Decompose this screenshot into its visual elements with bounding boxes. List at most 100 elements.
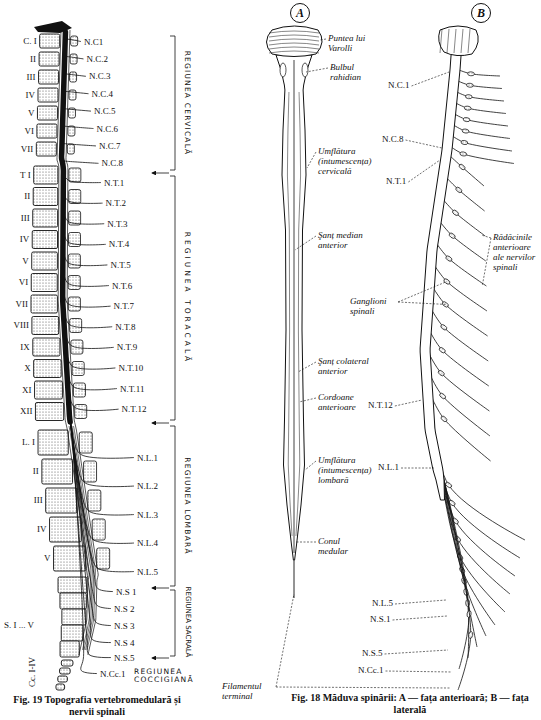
spinal-nerve	[441, 465, 486, 636]
vertebral-body	[61, 625, 83, 641]
vertebral-body	[39, 52, 59, 66]
vertebral-body	[34, 360, 62, 378]
leader-line	[276, 687, 450, 688]
filum-terminale	[294, 560, 295, 598]
leader-line	[482, 238, 491, 285]
spinal-nerve	[66, 39, 81, 42]
vertebral-body	[56, 684, 65, 690]
spinal-cord	[62, 32, 71, 422]
boundary-arrow	[152, 173, 169, 174]
vertebral-column	[31, 21, 175, 690]
vertebral-body	[60, 668, 71, 674]
spinal-nerve	[69, 403, 134, 487]
vertebral-body	[32, 231, 57, 249]
spinal-nerve	[454, 125, 511, 139]
vertebral-body	[61, 660, 73, 666]
vertebra-number: T I	[20, 170, 31, 180]
spinal-nerve	[65, 328, 114, 349]
figure-caption: Fig. 18 Măduva spinării: A — fața anteri…	[283, 692, 537, 715]
structure-label: Rădăcinile anterioare ale nervilor spina…	[493, 232, 540, 272]
vertebra-number: VI	[19, 277, 29, 287]
spinal-nerve	[444, 480, 469, 669]
spinal-ganglion	[468, 631, 473, 639]
spinal-ganglion	[463, 117, 470, 122]
boundary-arrow	[152, 658, 169, 659]
vertebra-number: VIII	[13, 320, 29, 330]
nerve-label: N.Cc.1	[100, 669, 126, 679]
vertebra-number: VII	[21, 144, 34, 154]
vertebral-body	[31, 295, 57, 313]
vertebral-body	[37, 124, 57, 138]
spinal-ganglion	[464, 106, 471, 111]
spinous-process	[69, 168, 81, 182]
spinal-ganglion	[439, 392, 447, 399]
spinal-nerve	[70, 423, 111, 609]
nerve-label: N.C.7	[99, 141, 121, 151]
spinal-nerve	[430, 332, 489, 386]
spinal-nerve	[455, 114, 508, 126]
vertebral-body	[40, 34, 60, 48]
spinal-nerve	[438, 448, 505, 612]
spinal-nerve	[457, 92, 504, 101]
spinal-nerve	[459, 70, 500, 76]
pons	[267, 26, 323, 57]
vertebral-body	[32, 252, 58, 270]
structure-label: Umflătura (intumescența) lombară	[318, 455, 376, 485]
spinal-nerve	[432, 398, 491, 461]
boundary-arrow	[152, 423, 169, 424]
collateral-sulcus	[287, 92, 292, 536]
spinal-ganglion	[467, 72, 474, 77]
leader-lines	[276, 39, 491, 688]
figure-letter: A	[296, 7, 304, 19]
vertebra-number: Cc. I-IV	[27, 657, 37, 687]
vertebra-number: V	[44, 553, 51, 563]
nerve-label: N.T.12	[368, 400, 393, 410]
spinous-process	[92, 519, 105, 540]
vertebra-number: V	[28, 108, 35, 118]
spinous-process	[68, 254, 80, 268]
vertebra-number: XI	[22, 385, 32, 395]
nerve-label: N.T.6	[112, 281, 132, 291]
spinal-nerve	[71, 425, 111, 626]
leader-line	[406, 140, 442, 148]
cord-outline	[420, 52, 461, 500]
figure-letter-circle: B	[471, 3, 491, 23]
spinal-nerve	[433, 288, 487, 336]
nerve-label: N.L.2	[137, 481, 158, 491]
vertebra-number: C. I	[23, 36, 37, 46]
leader-line	[296, 542, 316, 543]
nerve-label: N.T.1	[104, 178, 124, 188]
pons-fibres	[269, 47, 319, 49]
nerve-label: N.T.4	[109, 239, 129, 249]
spinal-ganglion	[448, 232, 456, 239]
pons-fibres	[454, 29, 456, 53]
vertebral-body	[58, 676, 68, 682]
vertebra-number: III	[21, 213, 30, 223]
nerve-label: N.L.5	[137, 567, 158, 577]
vertebra-number: S. I ... V	[4, 620, 34, 630]
pons-fibres	[269, 43, 319, 45]
leader-line	[306, 68, 328, 72]
pons-fibres	[440, 29, 442, 53]
leader-line	[395, 600, 446, 604]
spinal-nerve	[72, 429, 97, 674]
spinal-nerve	[432, 310, 488, 361]
nerve-label: N.T.8	[115, 322, 135, 332]
pons-fibres	[269, 39, 319, 41]
nerve-label: N.C.6	[97, 124, 119, 134]
figure-caption: Fig. 19 Topografia vertebromedulară și n…	[4, 694, 190, 717]
spinal-ganglion	[455, 186, 463, 193]
spinal-nerve	[64, 309, 113, 328]
spinal-nerve	[65, 56, 83, 59]
spinous-process	[69, 190, 81, 204]
spinous-process	[67, 144, 74, 154]
cord-outline	[276, 55, 312, 560]
vertebra-number: V	[22, 256, 29, 266]
spinal-ganglion	[440, 324, 448, 331]
vertebral-body	[34, 166, 58, 184]
collateral-sulcus	[296, 92, 301, 536]
pons-fibres	[461, 29, 463, 53]
spinal-ganglion	[461, 140, 468, 145]
spinal-ganglion	[440, 415, 448, 423]
